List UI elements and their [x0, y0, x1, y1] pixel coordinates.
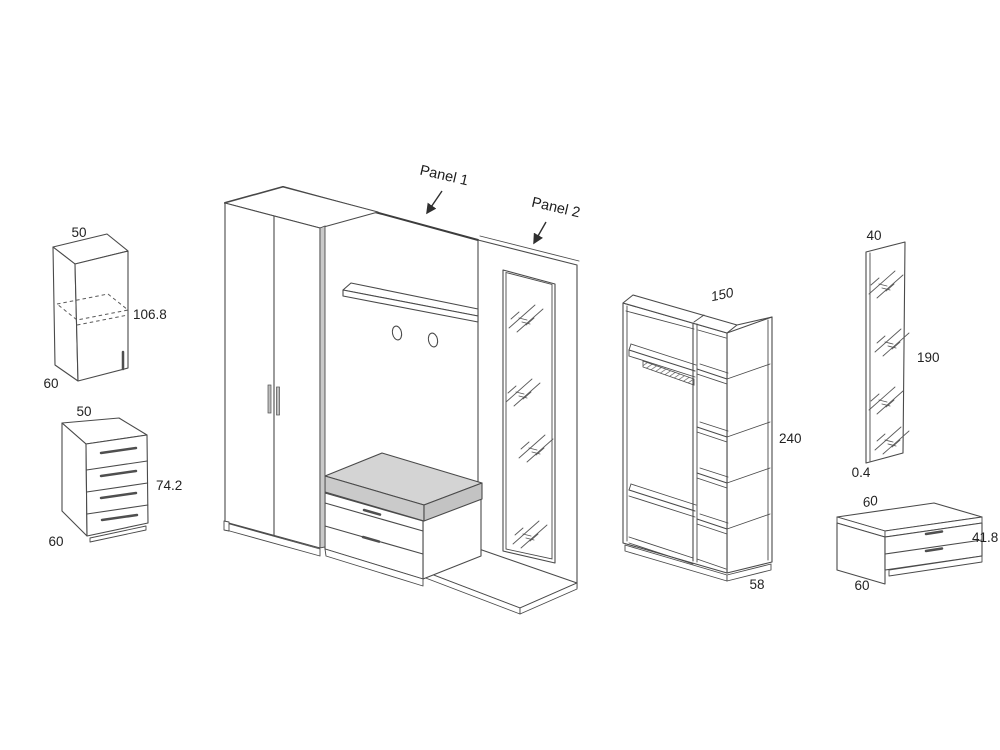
hook-icon [427, 332, 439, 348]
drawer-handle [924, 530, 944, 536]
dim-wall-cabinet-depth: 60 [43, 376, 58, 391]
hanging-rail-icon [642, 360, 695, 386]
bench-unit [324, 452, 483, 587]
hidden-shelf-dashes [55, 293, 130, 326]
drawer-dividers [85, 460, 149, 515]
left-top-shelf [628, 343, 697, 378]
bench-drawer-handle [361, 535, 381, 543]
wardrobe-cabinet [223, 186, 379, 557]
wardrobe-foot [223, 520, 230, 532]
dim-open-wardrobe-height: 240 [779, 431, 802, 446]
bench-plinth [324, 548, 424, 587]
door-handle [267, 384, 272, 414]
dim-chest-width: 50 [76, 404, 91, 419]
panel1-arrow [426, 190, 443, 215]
plinth [89, 525, 147, 543]
dim-shoe-cabinet-height: 41.8 [972, 530, 998, 545]
tall-mirror: 40 190 0.4 [852, 228, 940, 480]
shoe-cabinet: 60 41.8 60 [836, 493, 998, 593]
dim-shoe-cabinet-width: 60 [854, 578, 869, 593]
center-divider [692, 314, 705, 563]
dim-open-wardrobe-width: 150 [710, 285, 736, 304]
wall-cabinet: 50 106.8 60 [43, 225, 166, 391]
hall-unit: Panel 1 Panel 2 [223, 163, 582, 615]
dim-open-wardrobe-depth: 58 [749, 577, 764, 592]
dim-shoe-cabinet-depth: 60 [861, 493, 879, 510]
drawer-handle [924, 547, 944, 553]
drawer-chest: 50 74.2 60 [48, 404, 182, 549]
door-handle [276, 386, 280, 416]
panel-2-mirror-frame [477, 235, 580, 589]
panel1-label: Panel 1 [418, 163, 470, 190]
bench-cushion [324, 452, 483, 522]
coat-shelf [342, 282, 479, 323]
panel2-arrow [533, 221, 547, 245]
dim-mirror-width: 40 [866, 228, 881, 243]
dim-chest-height: 74.2 [156, 478, 182, 493]
dim-chest-depth: 60 [48, 534, 63, 549]
bench-drawer-handle [362, 508, 382, 516]
dim-mirror-height: 190 [917, 350, 940, 365]
dim-wall-cabinet-height: 106.8 [133, 307, 167, 322]
plinth [888, 555, 983, 577]
ceiling-lines [625, 310, 727, 339]
open-wardrobe: 150 240 58 [622, 285, 802, 592]
interior-floor [628, 536, 727, 570]
wardrobe-plinth [624, 544, 772, 582]
left-lower-shelf [628, 483, 697, 518]
panel2-label: Panel 2 [530, 195, 582, 222]
dim-mirror-thickness: 0.4 [852, 465, 871, 480]
side-panel-edge [319, 225, 326, 549]
coat-hooks [391, 325, 439, 348]
dim-wall-cabinet-width: 50 [71, 225, 86, 240]
drawer-handles [99, 446, 139, 522]
right-shelves [696, 363, 771, 535]
hook-icon [391, 325, 403, 341]
